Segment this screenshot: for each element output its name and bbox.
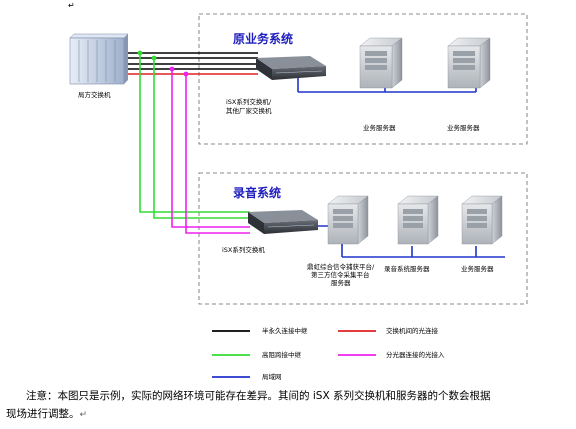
platform-server-label-3: 服务器 [331,278,351,287]
footnote-line-1: 注意：本图只是示例，实际的网络环境可能存在差异。其间的 iSX 系列交换机和服务… [6,387,570,405]
semi-permanent-trunk-lines [128,52,258,70]
isx-switch-original-label: iSX系列交换机/ [226,97,272,106]
original-system-frame [198,13,528,145]
record-server [397,195,439,245]
biz-server-2-label: 业务服务器 [447,123,480,132]
footnote-line-2: 现场进行调整。↵ [6,405,570,424]
lan-lines-original [297,78,477,93]
platform-server-label-2: 第三方信令采集平台 [311,270,370,279]
original-system-title: 原业务系统 [233,31,293,46]
legend-label-inter-switch: 交换机间的光连接 [386,326,439,335]
paragraph-mark: ↵ [68,1,75,10]
footnote-line-1-text: 注意：本图只是示例，实际的网络环境可能存在差异。其间的 iSX 系列交换机和服务… [26,390,491,402]
legend-label-semi-permanent: 半永久连接中继 [262,326,308,335]
legend-label-high-impedance: 高阻跨接中继 [262,350,302,359]
isx-switch-original-label-2: 其他厂家交换机 [226,106,272,115]
paragraph-mark: ↵ [79,410,88,420]
splitter-optical-lines [171,69,250,234]
isx-switch-recording [248,210,318,234]
junction-dot [183,71,189,77]
platform-server-label: 鼎虹综合信令捕获平台/ [307,262,375,271]
junction-dot [137,50,143,56]
record-server-label: 录音系统服务器 [384,264,430,273]
platform-server [327,195,369,245]
high-impedance-bridge-lines [139,53,250,219]
biz-server-2 [447,37,491,89]
central-exchange-cabinet [69,33,129,85]
recording-system-title: 录音系统 [233,185,281,200]
biz-server-3 [461,195,503,245]
junction-dot [151,55,157,61]
isx-switch-original [256,56,326,80]
legend-label-lan: 局域网 [262,372,282,381]
biz-server-1-label: 业务服务器 [363,123,396,132]
legend: 半永久连接中继 交换机间的光连接 高阻跨接中继 分光器连接的光接入 局域网 [212,326,445,381]
junction-dot [169,66,175,72]
biz-server-3-label: 业务服务器 [461,264,494,273]
footnote: 注意：本图只是示例，实际的网络环境可能存在差异。其间的 iSX 系列交换机和服务… [6,387,570,424]
biz-server-1 [359,37,403,89]
isx-switch-recording-label: iSX系列交换机 [222,245,265,254]
recording-system-frame [198,172,528,305]
footnote-line-2-text: 现场进行调整。 [6,408,80,420]
central-exchange-label: 局方交换机 [78,90,111,99]
legend-label-splitter: 分光器连接的光接入 [386,350,445,359]
